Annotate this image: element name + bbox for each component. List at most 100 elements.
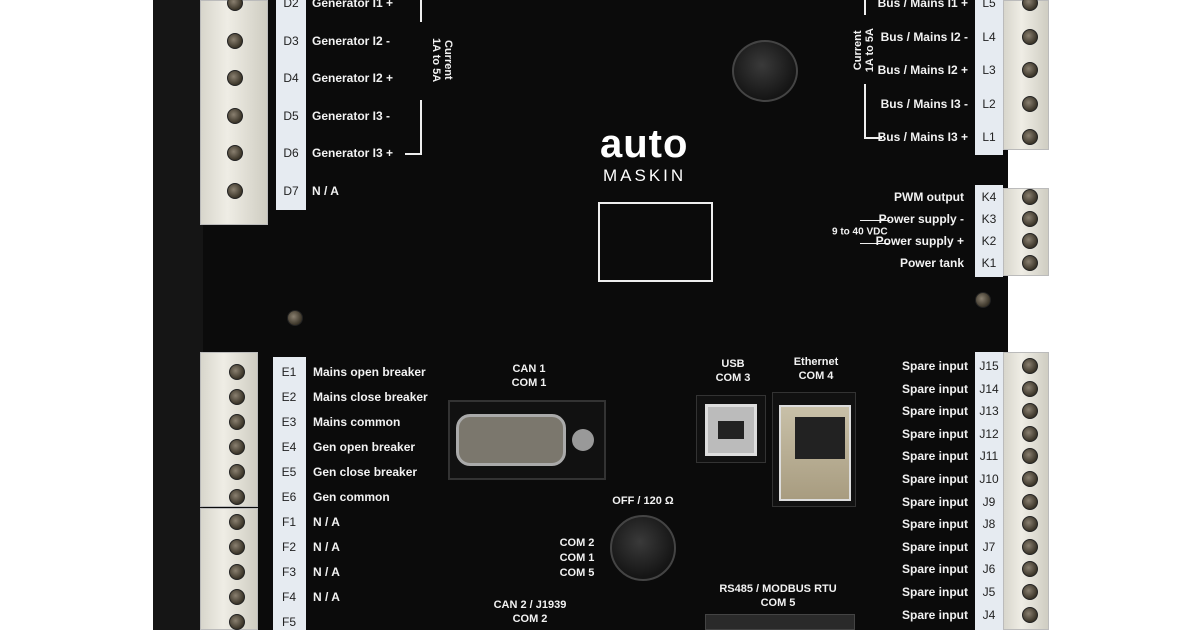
terminal-screw[interactable]	[227, 70, 243, 86]
status-led-button[interactable]	[732, 40, 798, 102]
pin-l2: L2	[982, 96, 996, 111]
terminal-screw[interactable]	[227, 32, 243, 49]
can1-port[interactable]	[448, 400, 606, 480]
jackscrew	[572, 429, 594, 451]
terminal-label: Spare input	[901, 517, 968, 532]
terminal-label: Bus / Mains I2 -	[880, 29, 968, 44]
pin-d5: D5	[283, 108, 299, 123]
terminal-screw[interactable]	[229, 614, 245, 630]
pin-e1: E1	[281, 365, 297, 379]
terminal-label: N / A	[313, 515, 340, 529]
logo-auto: auto	[600, 122, 689, 166]
terminal-screw[interactable]	[1022, 425, 1038, 442]
terminal-screw[interactable]	[1022, 358, 1038, 374]
terminal-screw[interactable]	[1022, 380, 1038, 397]
terminal-label: N / A	[313, 565, 340, 579]
terminal-label: Generator I1 +	[312, 0, 394, 10]
terminal-screw[interactable]	[229, 514, 245, 530]
terminal-screw[interactable]	[229, 489, 245, 505]
terminal-screw[interactable]	[1022, 561, 1038, 578]
terminal-label: N / A	[313, 590, 340, 604]
terminal-label: Spare input	[901, 607, 968, 622]
pin-j11: J11	[979, 449, 999, 464]
terminal-label: Bus / Mains I1 +	[877, 0, 968, 10]
terminal-label: N / A	[313, 540, 340, 554]
pin-l5: L5	[982, 0, 996, 10]
terminal-screw[interactable]	[227, 107, 243, 124]
pin-j10: J10	[979, 472, 999, 486]
logo-maskin: MASKIN	[603, 166, 687, 185]
terminal-screw[interactable]	[1022, 95, 1038, 112]
usb-port[interactable]	[696, 395, 766, 463]
terminal-label: N / A	[312, 183, 339, 198]
label-strip-d	[276, 0, 306, 210]
terminal-screw[interactable]	[1022, 0, 1038, 11]
terminal-screw[interactable]	[1022, 28, 1038, 45]
terminal-label: Spare input	[901, 539, 968, 554]
terminal-screw[interactable]	[229, 414, 245, 430]
pin-j8: J8	[982, 517, 996, 532]
rs485-port[interactable]	[705, 614, 855, 630]
terminal-screw[interactable]	[1022, 606, 1038, 623]
bracket-line	[420, 0, 422, 22]
pin-j5: J5	[982, 585, 996, 599]
terminal-screw[interactable]	[1022, 403, 1038, 420]
terminal-screw[interactable]	[1022, 471, 1038, 487]
pin-l3: L3	[982, 63, 996, 77]
pin-d7: D7	[283, 183, 299, 198]
terminal-screw[interactable]	[229, 539, 245, 555]
pin-k2: K2	[981, 234, 997, 248]
terminal-screw[interactable]	[1022, 493, 1038, 510]
db9-connector-icon	[456, 414, 566, 466]
pin-l4: L4	[982, 29, 996, 44]
pin-l1: L1	[982, 130, 996, 144]
terminal-screw[interactable]	[227, 145, 243, 161]
terminal-label: Generator I3 -	[312, 108, 391, 123]
terminal-screw[interactable]	[227, 0, 243, 11]
terminal-label: Bus / Mains I2 +	[877, 63, 968, 77]
terminal-screw[interactable]	[229, 439, 245, 455]
terminal-screw[interactable]	[1022, 129, 1038, 145]
terminal-label: Power supply -	[878, 212, 964, 226]
label-strip-j	[975, 352, 1003, 630]
terminal-screw[interactable]	[227, 182, 243, 199]
pin-f3: F3	[281, 565, 296, 579]
pin-j13: J13	[979, 404, 999, 419]
terminal-label: Generator I2 -	[312, 33, 391, 48]
terminal-label: Spare input	[901, 426, 968, 441]
terminal-screw[interactable]	[229, 589, 245, 605]
mounting-screw	[287, 310, 303, 326]
terminal-screw[interactable]	[1022, 448, 1038, 465]
terminal-label: Mains open breaker	[313, 365, 426, 379]
terminal-screw[interactable]	[1022, 233, 1038, 249]
terminal-screw[interactable]	[229, 564, 245, 580]
ethernet-port[interactable]	[772, 392, 856, 507]
terminal-screw[interactable]	[1022, 189, 1038, 205]
terminal-screw[interactable]	[229, 364, 245, 380]
pin-e2: E2	[281, 390, 297, 404]
usb-b-icon	[705, 404, 757, 456]
terminal-screw[interactable]	[229, 389, 245, 405]
pin-k1: K1	[981, 256, 997, 270]
terminal-label: Spare input	[901, 449, 968, 464]
terminal-screw[interactable]	[1022, 584, 1038, 600]
terminal-screw[interactable]	[1022, 255, 1038, 271]
terminal-screw[interactable]	[1022, 538, 1038, 555]
terminal-screw[interactable]	[1022, 516, 1038, 533]
pin-d4: D4	[283, 71, 299, 85]
termination-switch[interactable]	[610, 515, 676, 581]
terminal-label: Mains common	[313, 415, 401, 429]
terminal-screw[interactable]	[1022, 62, 1038, 78]
terminal-screw[interactable]	[229, 464, 245, 480]
terminal-label: Spare input	[901, 404, 968, 419]
bracket-line	[420, 100, 422, 155]
terminal-screw[interactable]	[1022, 211, 1038, 227]
terminal-label: Mains close breaker	[313, 390, 428, 404]
pin-j6: J6	[982, 562, 996, 577]
pin-j15: J15	[979, 359, 999, 373]
bracket-line	[860, 243, 890, 244]
